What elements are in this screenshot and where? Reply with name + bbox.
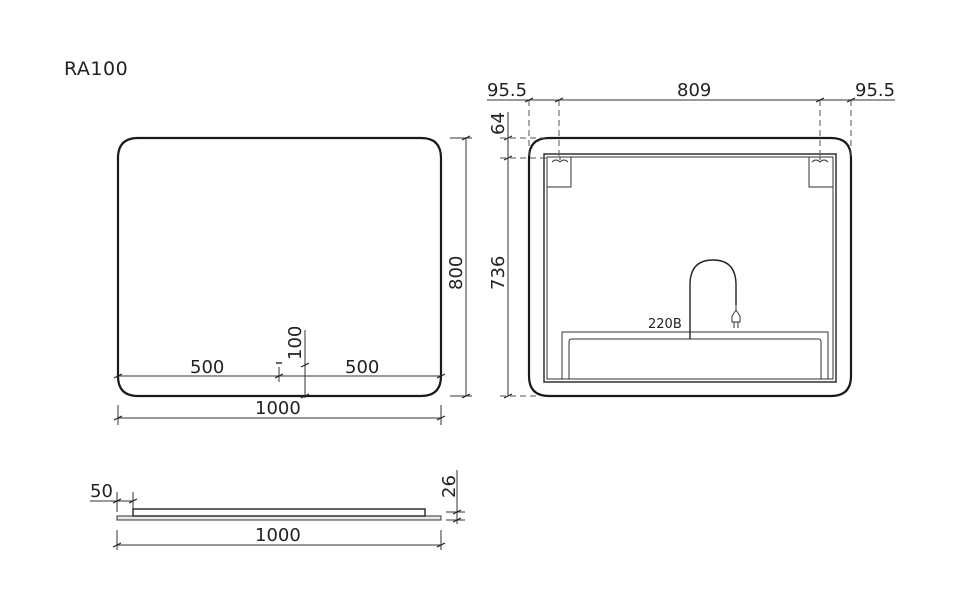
back-inner-frame (543, 153, 837, 383)
dim-1000-label: 1000 (255, 398, 301, 419)
back-view: 220B 95.5 809 95.5 64 736 (487, 80, 895, 399)
power-cable (689, 259, 737, 339)
dim-95-5-left-label: 95.5 (487, 80, 527, 101)
hanger-left (546, 156, 572, 188)
hanger-right (808, 156, 834, 188)
dim-800-label: 800 (446, 256, 467, 290)
led-driver-box (561, 331, 829, 380)
dim-26-label: 26 (439, 475, 460, 498)
dim-500-left-label: 500 (190, 357, 224, 378)
dim-736-label: 736 (488, 256, 509, 290)
dim-95-5-right-label: 95.5 (855, 80, 895, 101)
dim-100-label: 100 (285, 326, 306, 360)
front-view: 100 500 500 1000 800 (113, 135, 472, 425)
dim-500-right-label: 500 (345, 357, 379, 378)
power-plug-icon (731, 305, 741, 328)
side-view: 50 26 1000 (90, 470, 465, 550)
voltage-label: 220B (648, 317, 682, 332)
dim-809-label: 809 (677, 80, 711, 101)
front-mirror-outline (116, 136, 443, 398)
dim-side-1000-label: 1000 (255, 525, 301, 546)
dim-64-label: 64 (488, 112, 509, 135)
back-mirror-outline (527, 136, 853, 398)
dim-50-label: 50 (90, 481, 113, 502)
side-frame-profile (132, 508, 426, 517)
model-title: RA100 (64, 58, 129, 80)
